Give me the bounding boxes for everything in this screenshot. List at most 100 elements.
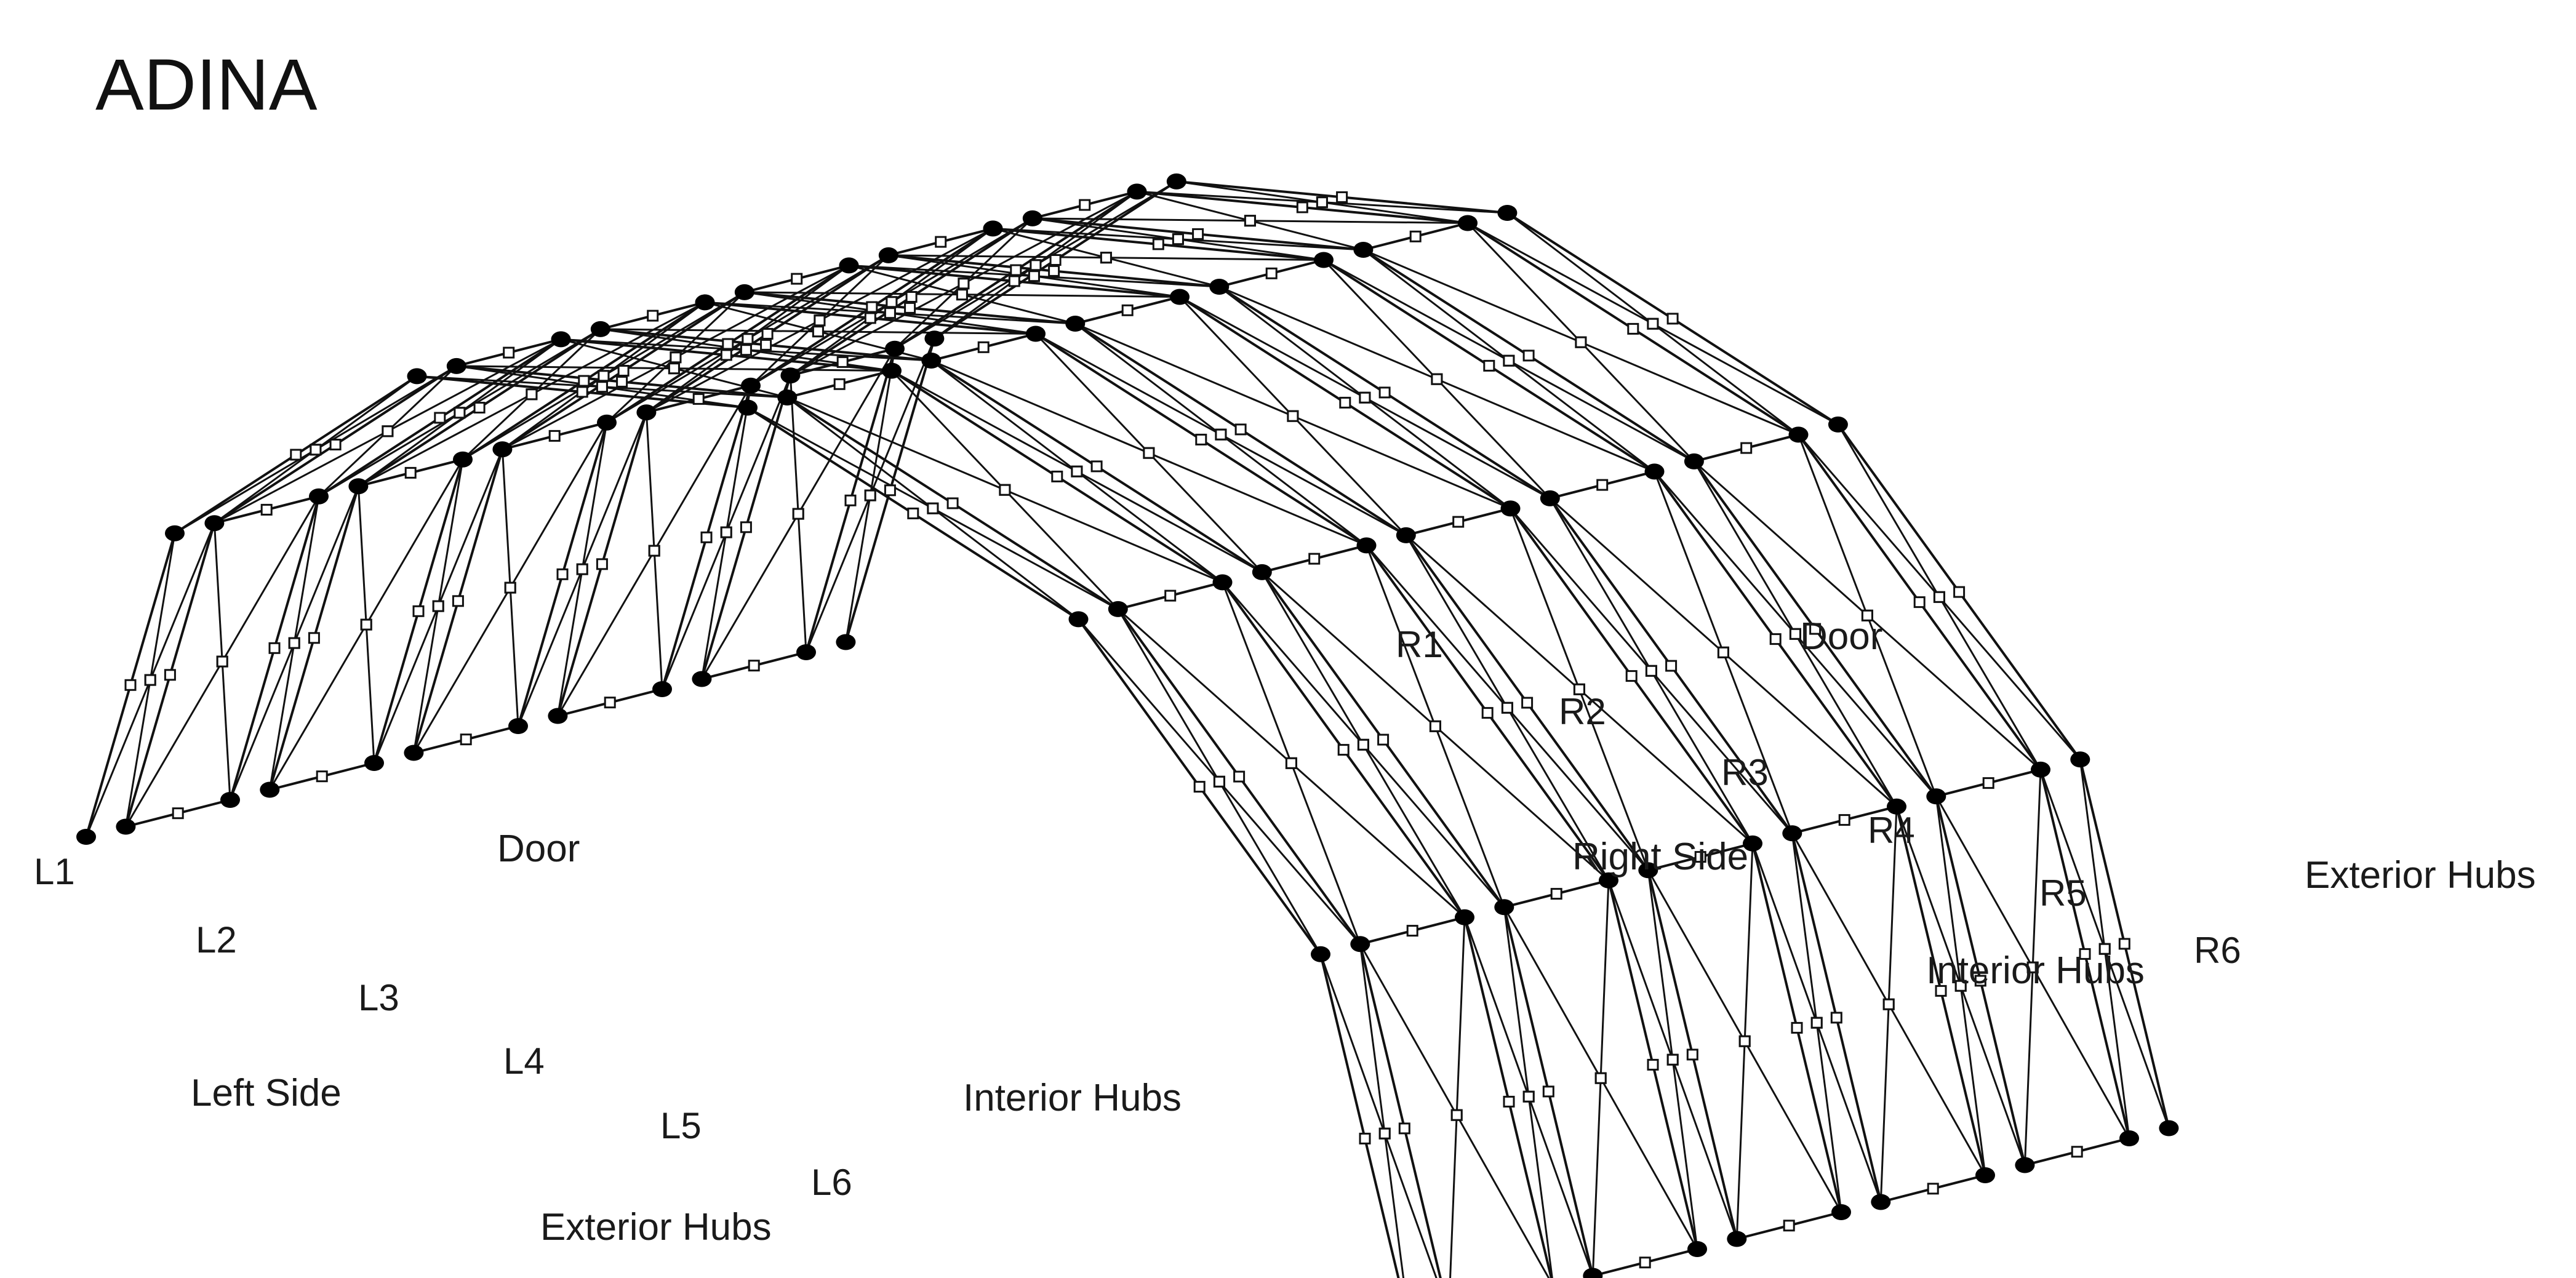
hub-node: [1782, 825, 1802, 842]
hub-node: [1212, 574, 1233, 591]
midpoint-node: [1287, 410, 1299, 422]
hub-node: [1975, 1167, 1995, 1183]
midpoint-node: [604, 697, 616, 709]
midpoint-node: [1625, 670, 1638, 682]
midpoint-node: [956, 289, 968, 301]
midpoint-node: [1233, 770, 1246, 783]
midpoint-node: [290, 449, 302, 461]
midpoint-node: [692, 393, 705, 405]
midpoint-node: [1143, 447, 1155, 459]
hub-node: [1209, 279, 1230, 295]
midpoint-node: [1501, 701, 1513, 714]
midpoint-node: [1982, 777, 1994, 789]
midpoint-node: [2071, 1146, 2083, 1158]
midpoint-node: [1316, 196, 1328, 209]
midpoint-node: [927, 502, 939, 514]
interior-hubs-label-left: Interior Hubs: [963, 1077, 1182, 1119]
door-label-left: Door: [497, 828, 580, 870]
midpoint-node: [742, 333, 754, 345]
midpoint-node: [1048, 265, 1060, 277]
midpoint-node: [1049, 254, 1062, 266]
midpoint-node: [1666, 313, 1679, 325]
midpoint-node: [504, 581, 516, 594]
midpoint-node: [844, 494, 857, 506]
midpoint-node: [617, 365, 630, 377]
label-R4: R4: [1868, 810, 1915, 851]
midpoint-node: [1285, 757, 1297, 769]
midpoint-node: [1809, 623, 1822, 635]
midpoint-node: [905, 291, 918, 303]
hub-node: [738, 399, 758, 416]
hub-node: [1828, 416, 1848, 433]
hub-node: [836, 634, 856, 650]
region-labels: Door Door Left Side Right Side Interior …: [191, 615, 2536, 1248]
interior-hubs-label-right: Interior Hubs: [1926, 949, 2145, 992]
midpoint-node: [1483, 359, 1495, 372]
midpoint-node: [1838, 814, 1850, 826]
midpoint-node: [310, 444, 322, 456]
hub-node: [1458, 215, 1478, 231]
hub-node: [492, 441, 513, 458]
midpoint-node: [1008, 275, 1020, 287]
midpoint-node: [1010, 264, 1022, 276]
midpoint-node: [1639, 1256, 1651, 1269]
midpoint-node: [1694, 851, 1706, 863]
label-R5: R5: [2039, 873, 2087, 914]
hub-node: [780, 367, 801, 384]
midpoint-node: [1378, 1127, 1391, 1140]
hub-node: [983, 220, 1003, 237]
exterior-hubs-label-left: Exterior Hubs: [540, 1206, 772, 1248]
hub-node: [1926, 788, 1946, 805]
midpoint-node: [958, 278, 970, 290]
midpoint-node: [1666, 1053, 1679, 1066]
midpoint-node: [1665, 660, 1678, 672]
hub-node: [348, 478, 369, 495]
midpoint-node: [1717, 646, 1729, 658]
midpoint-node: [836, 356, 849, 368]
midpoint-node: [1503, 354, 1515, 367]
midpoint-node: [260, 503, 273, 516]
midpoint-node: [1810, 1016, 1823, 1029]
midpoint-node: [1927, 1183, 1939, 1195]
midpoint-node: [1296, 201, 1308, 214]
hub-node: [1356, 537, 1377, 554]
midpoint-node: [216, 655, 228, 668]
midpoint-node: [172, 807, 184, 820]
midpoint-node: [946, 497, 959, 509]
midpoint-node: [1573, 683, 1585, 695]
hub-node: [1068, 611, 1089, 628]
midpoint-node: [886, 296, 898, 308]
hub-node: [1108, 601, 1128, 617]
midpoint-node: [1357, 738, 1369, 751]
midpoint-node: [720, 526, 732, 538]
midpoint-node: [1627, 322, 1639, 335]
midpoint-node: [1234, 423, 1247, 436]
midpoint-node: [1213, 775, 1225, 788]
midpoint-node: [1409, 230, 1422, 242]
midpoint-node: [288, 637, 300, 649]
midpoint-node: [864, 312, 876, 324]
hub-node: [446, 357, 466, 374]
midpoint-node: [1791, 1021, 1803, 1034]
midpoint-node: [1172, 233, 1184, 246]
hub-node: [1500, 500, 1521, 517]
midpoint-node: [1071, 465, 1083, 477]
midpoint-node: [812, 325, 824, 338]
label-L5: L5: [660, 1105, 702, 1146]
midpoint-node: [1339, 396, 1351, 409]
midpoint-node: [1521, 697, 1534, 709]
midpoint-node: [1406, 925, 1418, 937]
hub-node: [1022, 210, 1042, 226]
midpoint-node: [1647, 1058, 1659, 1071]
hub-node: [260, 781, 280, 798]
midpoint-node: [1769, 633, 1782, 645]
midpoint-node: [700, 531, 713, 543]
midpoint-node: [360, 618, 372, 631]
midpoint-node: [791, 273, 803, 285]
hub-node: [652, 681, 672, 697]
hub-node: [882, 362, 902, 379]
midpoint-node: [977, 341, 990, 353]
hub-node: [1684, 453, 1704, 469]
midpoint-node: [1575, 336, 1587, 348]
hub-node: [76, 829, 96, 845]
